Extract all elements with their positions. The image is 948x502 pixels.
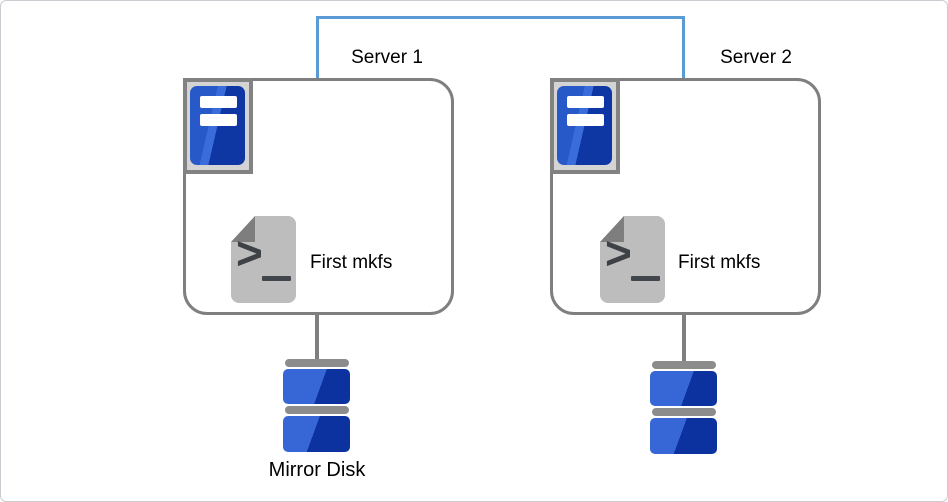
server1-icon-frame [183,78,253,174]
terminal-script-icon: > [600,216,665,303]
server-tower-icon [557,86,612,165]
server2-command-label: First mkfs [678,252,761,273]
disk-cap-bar [284,359,349,367]
disk-divider-bar [284,406,349,414]
server1-label: Server 1 [351,47,423,68]
heartbeat-link-line [316,16,685,79]
disk-platter [650,371,717,406]
disk-platter [283,369,350,404]
server1-disk-connector [315,315,319,362]
terminal-prompt-glyph: > [236,227,263,279]
server-drive-bay-bar [567,96,604,108]
terminal-prompt-glyph: > [605,227,632,279]
server-tower-icon [190,86,245,165]
server2-icon-frame [550,78,620,174]
server2-disk-icon [650,361,717,454]
server-drive-bay-bar [567,114,604,126]
disk-platter [283,416,350,452]
server2-label: Server 2 [720,47,792,68]
terminal-script-icon: > [231,216,296,303]
server2-disk-connector [682,315,686,362]
terminal-cursor-glyph [631,276,660,281]
server-drive-bay-bar [200,96,237,108]
server1-command-label: First mkfs [310,252,393,273]
disk-divider-bar [651,408,716,416]
disk-platter [650,418,717,454]
mirror-disk-label: Mirror Disk [268,459,366,481]
terminal-cursor-glyph [262,276,291,281]
server1-disk-icon [283,359,350,452]
disk-cap-bar [651,361,716,369]
server-drive-bay-bar [200,114,237,126]
